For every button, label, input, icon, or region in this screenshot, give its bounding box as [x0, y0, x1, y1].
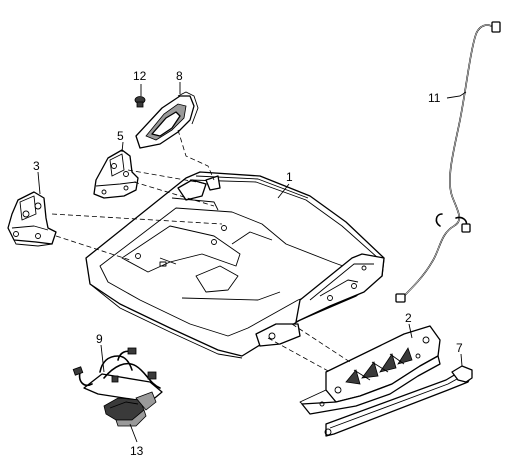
part-11-cable[interactable] — [395, 21, 501, 303]
alignment-lines — [51, 129, 351, 373]
part-5-small-bracket[interactable] — [93, 149, 139, 199]
part-13-switch-module[interactable] — [103, 391, 157, 427]
callout-5: 5 — [117, 129, 124, 143]
callout-11: 11 — [428, 91, 441, 105]
callout-12: 12 — [133, 69, 147, 83]
part-8-cover[interactable] — [135, 91, 199, 149]
callout-numbers: 1 2 3 5 7 8 9 11 12 13 — [33, 69, 463, 458]
part-12-screw[interactable] — [134, 96, 146, 108]
callout-8: 8 — [176, 69, 183, 83]
callout-2: 2 — [405, 311, 412, 325]
leader-lines — [37, 82, 467, 443]
part-3-left-bracket[interactable] — [7, 191, 57, 247]
part-9-wiring-harness[interactable] — [72, 347, 163, 403]
callout-9: 9 — [96, 332, 103, 346]
callout-3: 3 — [33, 159, 40, 173]
part-2-side-carrier[interactable] — [299, 325, 441, 415]
callout-13: 13 — [130, 444, 144, 458]
part-7-slide-rail[interactable] — [324, 365, 473, 437]
callout-1: 1 — [286, 170, 293, 184]
callout-7: 7 — [456, 341, 463, 355]
part-1-seat-pan[interactable] — [85, 171, 385, 359]
